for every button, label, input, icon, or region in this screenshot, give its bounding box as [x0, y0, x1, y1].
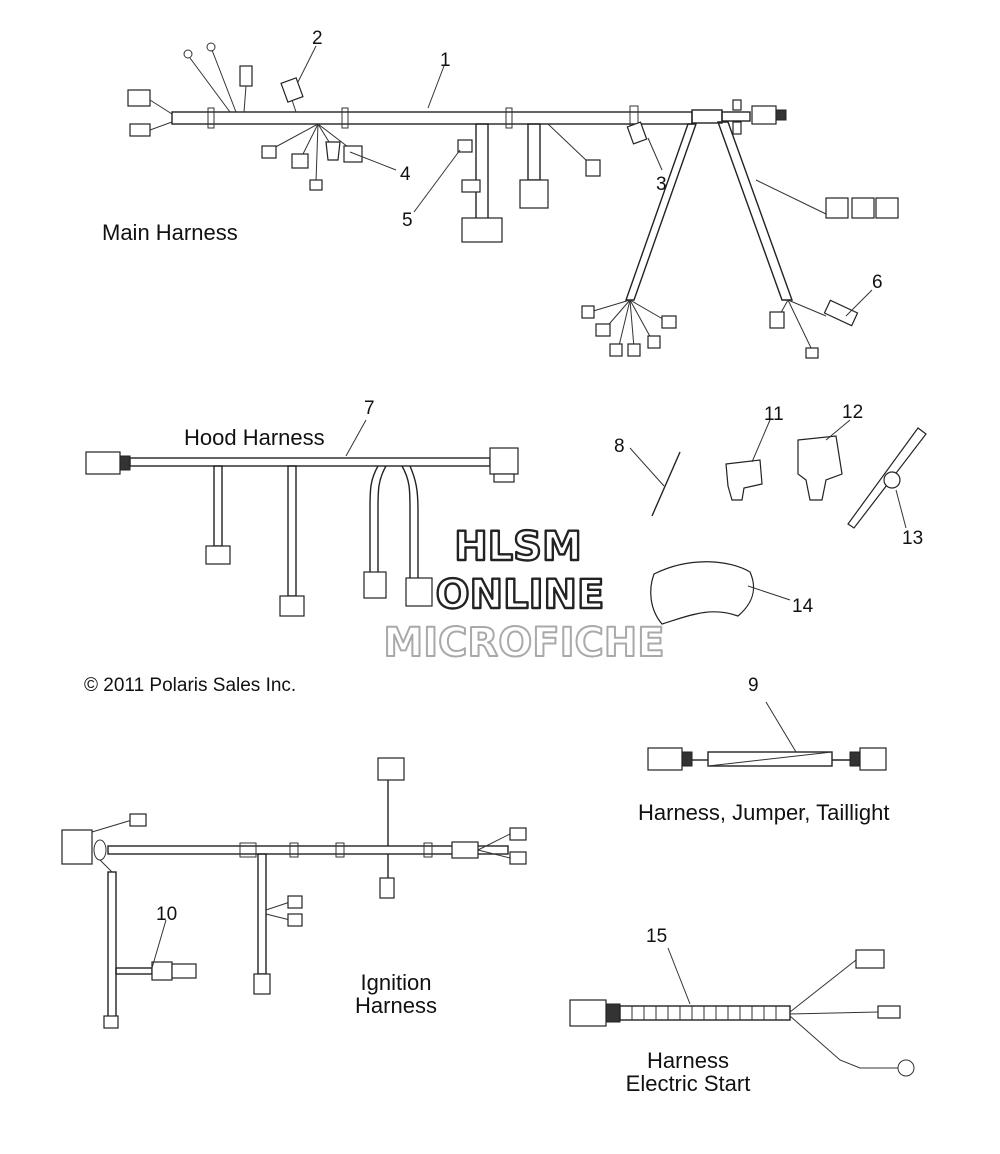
watermark-line-2: ONLINE — [436, 572, 605, 618]
title-ignition-line-2: Harness — [355, 993, 437, 1018]
clip-11 — [725, 459, 763, 501]
callout-2: 2 — [312, 28, 323, 49]
callout-numbers: 1 2 3 4 5 6 7 8 9 10 11 12 13 14 15 — [156, 28, 923, 947]
electric-start-harness — [569, 947, 915, 1077]
watermark-line-1: HLSM — [454, 524, 582, 570]
callout-14: 14 — [792, 596, 814, 617]
callout-12: 12 — [842, 402, 863, 423]
title-estart-line-1: Harness — [647, 1048, 729, 1073]
watermark: HLSM ONLINE MICROFICHE — [382, 523, 665, 667]
main-harness-trunk — [171, 111, 693, 125]
callout-3: 3 — [656, 174, 667, 195]
convoluted-tube — [619, 1005, 791, 1021]
title-jumper-harness: Harness, Jumper, Taillight — [638, 800, 890, 825]
cable-tie-8 — [651, 451, 681, 517]
callout-7: 7 — [364, 398, 375, 419]
watermark-line-3: MICROFICHE — [383, 620, 664, 666]
small-parts — [629, 419, 927, 625]
sleeve-14 — [650, 561, 755, 625]
callout-5: 5 — [402, 210, 413, 231]
callout-1: 1 — [440, 50, 451, 71]
ignition-harness — [61, 757, 527, 1029]
callout-11: 11 — [764, 404, 784, 425]
hood-harness-trunk — [129, 457, 491, 467]
callout-8: 8 — [614, 436, 625, 457]
title-hood-harness: Hood Harness — [184, 425, 325, 450]
callout-13: 13 — [902, 528, 923, 549]
title-ignition-line-1: Ignition — [361, 970, 432, 995]
callout-4: 4 — [400, 164, 411, 185]
main-harness — [127, 42, 899, 359]
hood-harness — [85, 419, 519, 617]
callout-10: 10 — [156, 904, 177, 925]
copyright-text: © 2011 Polaris Sales Inc. — [84, 675, 296, 696]
ignition-harness-trunk — [107, 845, 509, 855]
callout-9: 9 — [748, 675, 759, 696]
jumper-harness — [647, 701, 887, 771]
callout-15: 15 — [646, 926, 667, 947]
clip-12 — [797, 435, 843, 501]
callout-6: 6 — [872, 272, 883, 293]
main-end-connector — [751, 105, 777, 125]
title-main-harness: Main Harness — [102, 220, 238, 245]
title-estart-line-2: Electric Start — [626, 1071, 751, 1096]
main-ecu-connector — [461, 217, 503, 243]
